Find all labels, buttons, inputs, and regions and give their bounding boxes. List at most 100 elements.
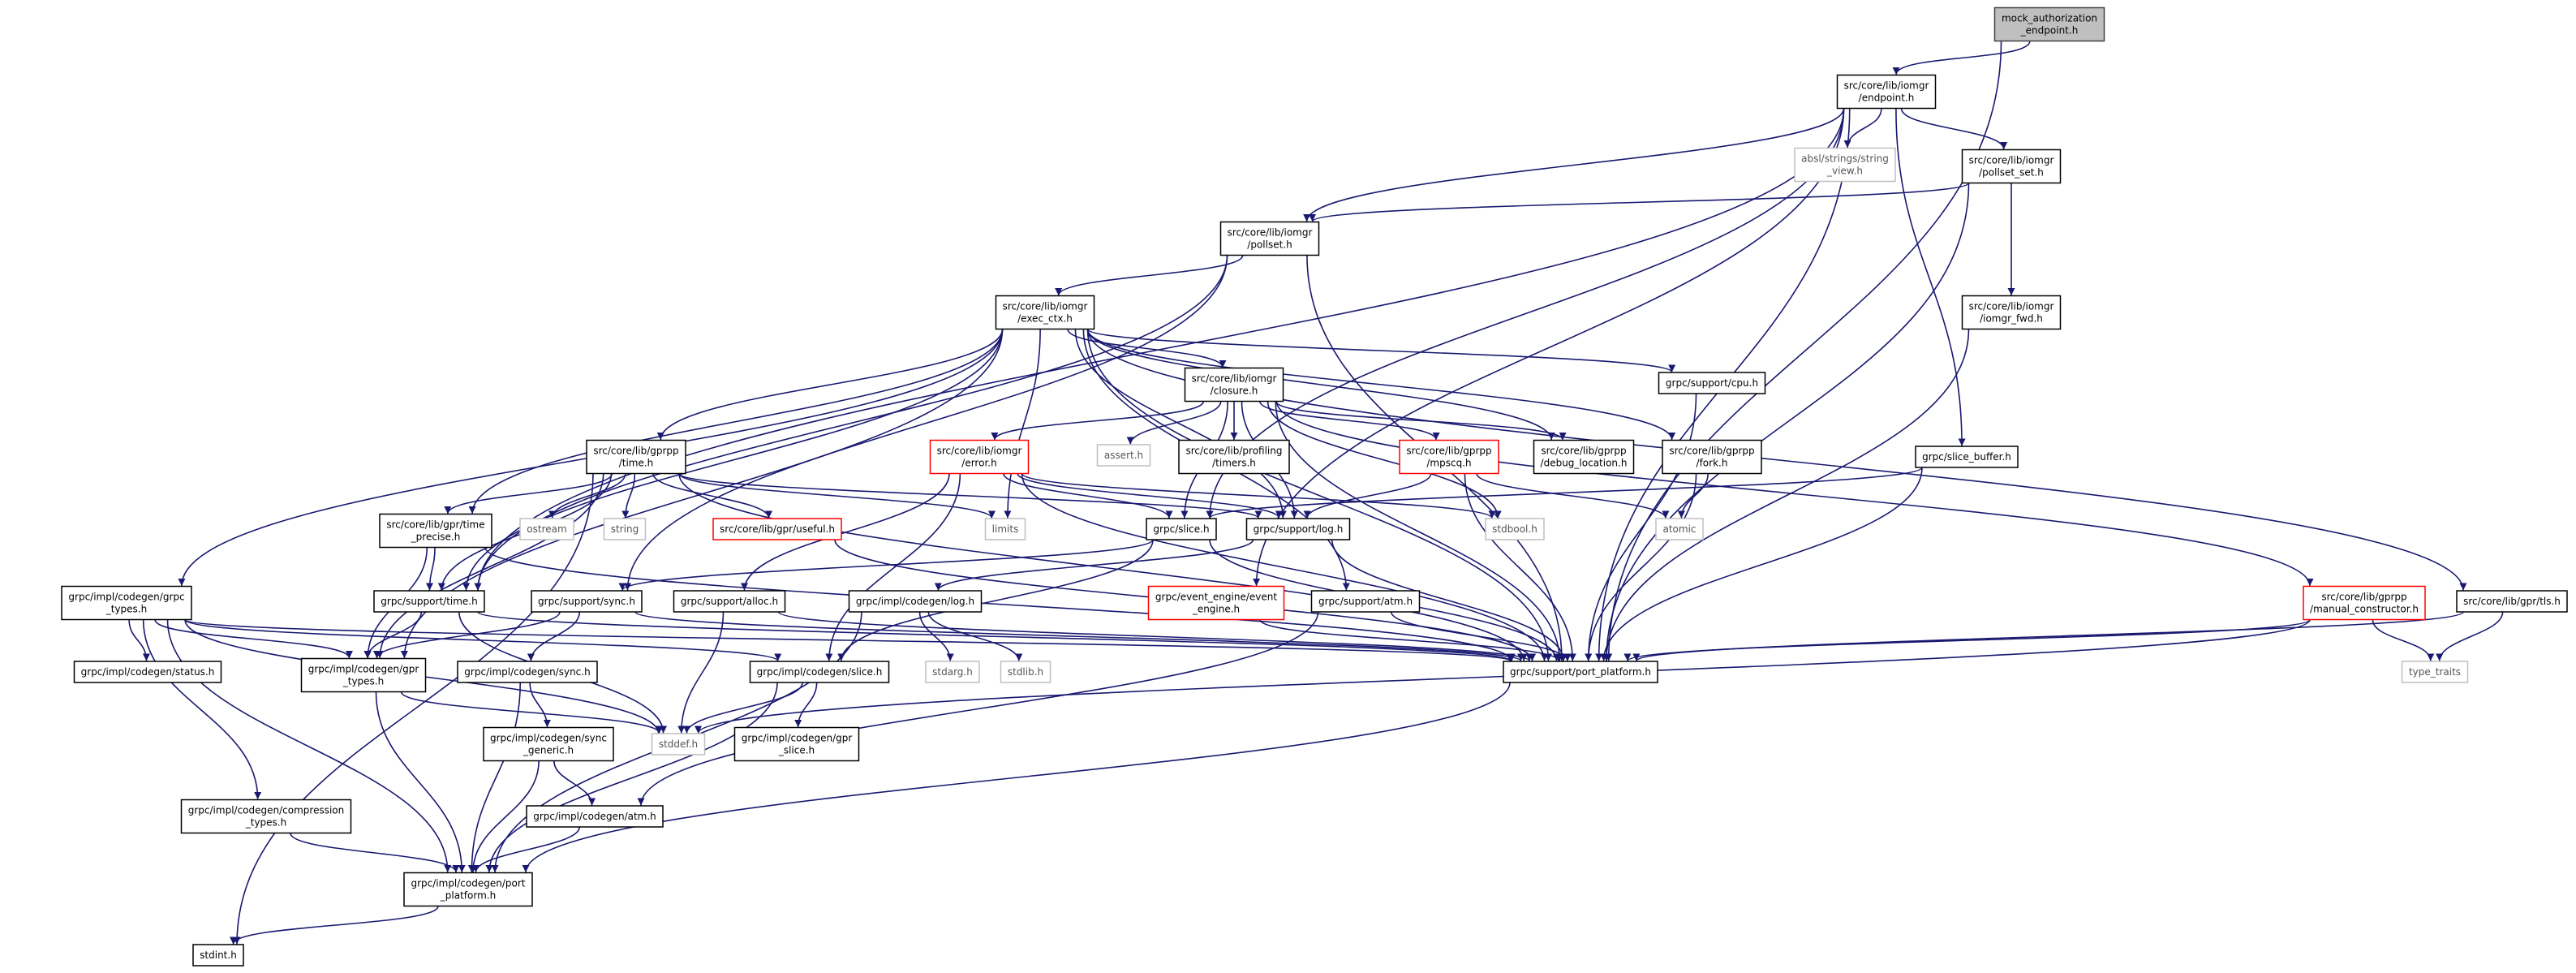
node-label: grpc/impl/codegen/status.h	[81, 666, 215, 678]
node-grpc-support-alloc-h[interactable]: grpc/support/alloc.h	[673, 590, 786, 613]
node-grpc-impl-codegen-grpc-types-h[interactable]: grpc/impl/codegen/grpc_types.h	[61, 585, 192, 621]
node-stdint-h[interactable]: stdint.h	[192, 944, 244, 967]
node-label: src/core/lib/gpr/useful.h	[720, 523, 835, 535]
node-label: grpc/impl/codegen/gpr	[308, 664, 419, 675]
node-grpc-impl-codegen-slice-h[interactable]: grpc/impl/codegen/slice.h	[749, 661, 890, 683]
node-mock-authorization-endpoint-h: mock_authorization_endpoint.h	[1993, 6, 2105, 42]
edge-arrow	[1900, 108, 2008, 150]
node-src-core-lib-iomgr-error-h[interactable]: src/core/lib/iomgr/error.h	[929, 439, 1030, 475]
node-src-core-lib-gprpp-manual-constructor-h[interactable]: src/core/lib/gprpp/manual_constructor.h	[2303, 585, 2426, 621]
node-box	[586, 439, 686, 475]
node-grpc-impl-codegen-sync-h[interactable]: grpc/impl/codegen/sync.h	[457, 661, 598, 683]
node-src-core-lib-iomgr-pollset-set-h[interactable]: src/core/lib/iomgr/pollset_set.h	[1961, 149, 2062, 184]
node-label: grpc/impl/codegen/sync.h	[464, 666, 590, 678]
node-box	[1533, 439, 1635, 475]
node-grpc-impl-codegen-port-platform-h[interactable]: grpc/impl/codegen/port_platform.h	[403, 872, 533, 907]
edge-arrow	[469, 760, 540, 873]
node-label: /timers.h	[1212, 458, 1256, 469]
node-src-core-lib-profiling-timers-h[interactable]: src/core/lib/profiling/timers.h	[1178, 439, 1290, 475]
node-grpc-support-port-platform-h[interactable]: grpc/support/port_platform.h	[1503, 661, 1658, 683]
edge-arrow	[1602, 329, 1970, 661]
node-label: _types.h	[245, 817, 286, 829]
node-src-core-lib-gpr-useful-h[interactable]: src/core/lib/gpr/useful.h	[712, 518, 842, 540]
node-grpc-impl-codegen-gpr-slice-h[interactable]: grpc/impl/codegen/gpr_slice.h	[733, 726, 860, 762]
node-box	[1219, 221, 1320, 256]
edge-arrow	[1843, 108, 1882, 149]
edge-arrow	[991, 401, 1205, 441]
edge-arrow	[1309, 182, 1970, 222]
node-src-core-lib-gprpp-debug-location-h[interactable]: src/core/lib/gprpp/debug_location.h	[1533, 439, 1635, 475]
edge-arrow	[375, 691, 466, 873]
node-grpc-impl-codegen-log-h[interactable]: grpc/impl/codegen/log.h	[848, 590, 983, 613]
node-label: grpc/support/alloc.h	[681, 596, 778, 607]
edge-arrow	[1476, 473, 1670, 519]
node-label: assert.h	[1104, 450, 1143, 461]
node-src-core-lib-gpr-tls-h[interactable]: src/core/lib/gpr/tls.h	[2456, 590, 2568, 613]
edge-arrow	[741, 473, 950, 591]
node-grpc-impl-codegen-sync-generic-h[interactable]: grpc/impl/codegen/sync_generic.h	[483, 726, 614, 762]
node-grpc-slice-buffer-h[interactable]: grpc/slice_buffer.h	[1915, 446, 2019, 468]
node-src-core-lib-gprpp-fork-h[interactable]: src/core/lib/gprpp/fork.h	[1662, 439, 1762, 475]
node-box	[1836, 74, 1937, 110]
node-grpc-impl-codegen-gpr-types-h[interactable]: grpc/impl/codegen/gpr_types.h	[300, 657, 427, 693]
node-box	[1399, 439, 1499, 475]
edge-arrow	[1275, 401, 1567, 441]
node-label: /mpscq.h	[1426, 458, 1471, 469]
node-label: stdarg.h	[932, 666, 973, 678]
node-grpc-support-sync-h[interactable]: grpc/support/sync.h	[531, 590, 643, 613]
edge-arrow	[1585, 473, 1697, 661]
node-grpc-support-log-h[interactable]: grpc/support/log.h	[1245, 518, 1351, 540]
edge-arrow	[548, 473, 626, 519]
node-label: /closure.h	[1211, 385, 1258, 397]
node-limits: limits	[984, 518, 1026, 540]
node-src-core-lib-iomgr-closure-h[interactable]: src/core/lib/iomgr/closure.h	[1184, 367, 1284, 403]
node-grpc-support-cpu-h[interactable]: grpc/support/cpu.h	[1658, 372, 1766, 394]
edge-arrow	[425, 547, 436, 591]
node-type-traits: type_traits	[2401, 661, 2469, 683]
edge-arrow	[637, 611, 1319, 806]
node-grpc-impl-codegen-compression-types-h[interactable]: grpc/impl/codegen/compression_types.h	[180, 799, 352, 834]
node-grpc-impl-codegen-atm-h[interactable]: grpc/impl/codegen/atm.h	[526, 805, 664, 828]
node-label: src/core/lib/gprpp	[593, 446, 678, 457]
node-grpc-support-time-h[interactable]: grpc/support/time.h	[373, 590, 485, 613]
edge-arrow	[529, 682, 551, 728]
node-label: _types.h	[342, 676, 384, 687]
edge-arrow	[1303, 108, 1845, 222]
edge-arrow	[467, 682, 522, 873]
node-label: grpc/slice_buffer.h	[1922, 451, 2011, 463]
edge-arrow	[652, 473, 773, 519]
edge-arrow	[477, 611, 1515, 662]
edge-arrow	[1605, 41, 2002, 661]
node-grpc-slice-h[interactable]: grpc/slice.h	[1146, 518, 1217, 540]
edge-arrow	[825, 473, 961, 661]
node-label: src/core/lib/gprpp	[1406, 446, 1491, 457]
node-src-core-lib-iomgr-iomgr-fwd-h[interactable]: src/core/lib/iomgr/iomgr_fwd.h	[1961, 295, 2062, 330]
node-src-core-lib-gprpp-time-h[interactable]: src/core/lib/gprpp/time.h	[586, 439, 686, 475]
edge-arrow	[1017, 473, 1283, 519]
node-label: /fork.h	[1697, 458, 1728, 469]
node-src-core-lib-gpr-time-precise-h[interactable]: src/core/lib/gpr/time_precise.h	[379, 513, 492, 549]
node-atomic: atomic	[1655, 518, 1704, 540]
node-src-core-lib-iomgr-endpoint-h[interactable]: src/core/lib/iomgr/endpoint.h	[1836, 74, 1937, 110]
edge-arrow	[777, 611, 1533, 662]
node-src-core-lib-iomgr-exec-ctx-h[interactable]: src/core/lib/iomgr/exec_ctx.h	[995, 295, 1095, 330]
edge-arrow	[128, 619, 150, 661]
node-box	[1961, 295, 2062, 330]
node-label: grpc/support/log.h	[1254, 523, 1344, 535]
edge-arrow	[678, 473, 996, 519]
node-box	[1147, 585, 1285, 621]
edge-arrow	[1331, 539, 1568, 661]
edges-layer	[128, 41, 2504, 945]
node-src-core-lib-gprpp-mpscq-h[interactable]: src/core/lib/gprpp/mpscq.h	[1399, 439, 1499, 475]
node-src-core-lib-iomgr-pollset-h[interactable]: src/core/lib/iomgr/pollset.h	[1219, 221, 1320, 256]
node-stdarg-h: stdarg.h	[925, 661, 980, 683]
node-box	[603, 518, 647, 540]
node-grpc-event-engine-event-engine-h[interactable]: grpc/event_engine/event_engine.h	[1147, 585, 1285, 621]
node-label: grpc/slice.h	[1153, 523, 1209, 535]
node-grpc-support-atm-h[interactable]: grpc/support/atm.h	[1310, 590, 1421, 613]
node-grpc-impl-codegen-status-h[interactable]: grpc/impl/codegen/status.h	[73, 661, 222, 683]
nodes-layer: mock_authorization_endpoint.h src/core/li…	[61, 6, 2568, 967]
node-label: /pollset_set.h	[1979, 167, 2044, 179]
node-label: _view.h	[1826, 166, 1863, 177]
